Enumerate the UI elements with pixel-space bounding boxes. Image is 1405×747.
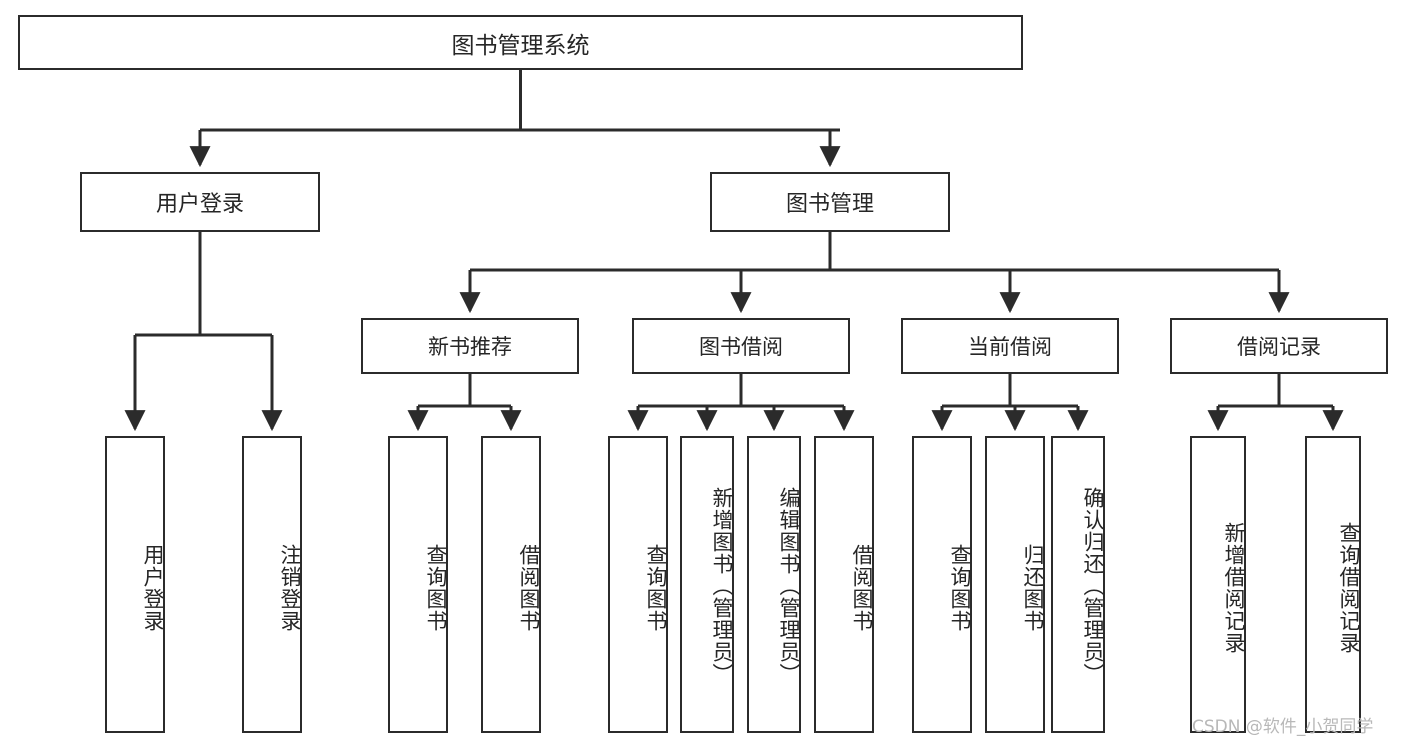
node-current-borrow[interactable]: 当前借阅 [901,318,1119,374]
node-leaf-query-book-recommend[interactable]: 查询图书 [388,436,448,733]
node-leaf-edit-book-admin[interactable]: 编辑图书（管理员） [747,436,801,733]
node-label: 借阅图书 [517,543,541,632]
node-book-management[interactable]: 图书管理 [710,172,950,232]
node-label: 图书管理系统 [451,32,590,59]
node-leaf-query-book-current[interactable]: 查询图书 [912,436,972,733]
node-label: 新书推荐 [428,335,512,359]
node-root-system[interactable]: 图书管理系统 [18,15,1023,70]
node-leaf-add-borrow-record[interactable]: 新增借阅记录 [1190,436,1246,733]
node-borrow-record[interactable]: 借阅记录 [1170,318,1388,374]
node-book-borrow[interactable]: 图书借阅 [632,318,850,374]
node-leaf-query-borrow-record[interactable]: 查询借阅记录 [1305,436,1361,733]
node-label: 归还图书 [1021,543,1045,632]
node-leaf-borrow-book-recommend[interactable]: 借阅图书 [481,436,541,733]
node-new-book-recommend[interactable]: 新书推荐 [361,318,579,374]
node-label: 借阅图书 [850,543,874,632]
node-label: 查询图书 [948,543,972,632]
node-label: 图书管理 [785,192,874,217]
node-leaf-logout[interactable]: 注销登录 [242,436,302,733]
node-label: 确认归还（管理员） [1081,486,1105,685]
node-label: 图书借阅 [699,335,783,359]
node-label: 当前借阅 [968,335,1052,359]
node-label: 用户登录 [141,543,165,632]
node-leaf-borrow-book[interactable]: 借阅图书 [814,436,874,733]
node-label: 查询图书 [424,543,448,632]
node-user-login[interactable]: 用户登录 [80,172,320,232]
node-leaf-return-book[interactable]: 归还图书 [985,436,1045,733]
node-leaf-query-book-borrow[interactable]: 查询图书 [608,436,668,733]
node-leaf-user-login[interactable]: 用户登录 [105,436,165,733]
csdn-watermark: CSDN @软件_小贺同学 [1192,717,1374,737]
node-leaf-confirm-return-admin[interactable]: 确认归还（管理员） [1051,436,1105,733]
node-label: 借阅记录 [1237,335,1321,359]
node-label: 查询借阅记录 [1337,521,1361,654]
node-label: 查询图书 [644,543,668,632]
node-label: 用户登录 [155,192,244,217]
node-label: 新增借阅记录 [1222,521,1246,654]
node-label: 新增图书（管理员） [710,486,734,685]
node-leaf-add-book-admin[interactable]: 新增图书（管理员） [680,436,734,733]
node-label: 编辑图书（管理员） [777,486,801,685]
node-label: 注销登录 [278,543,302,632]
